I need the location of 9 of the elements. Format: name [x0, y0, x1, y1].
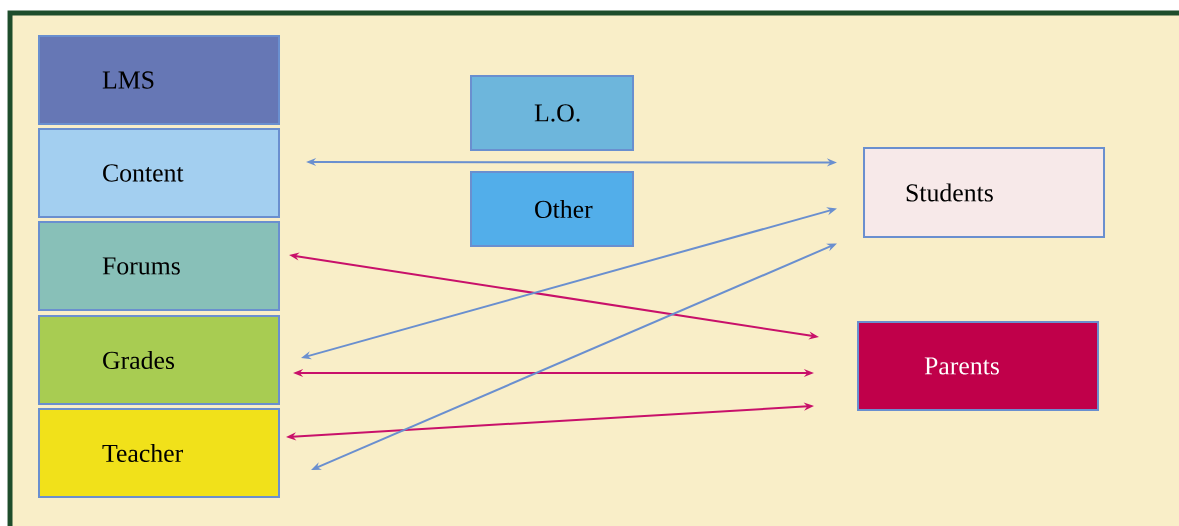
box: Teacher [38, 408, 280, 498]
box: Other [470, 171, 634, 247]
box: Content [38, 128, 280, 218]
box: L.O. [470, 75, 634, 151]
box: Forums [38, 221, 280, 311]
box: Grades [38, 315, 280, 405]
box: LMS [38, 35, 280, 125]
box: Parents [857, 321, 1099, 411]
box: Students [863, 147, 1105, 238]
